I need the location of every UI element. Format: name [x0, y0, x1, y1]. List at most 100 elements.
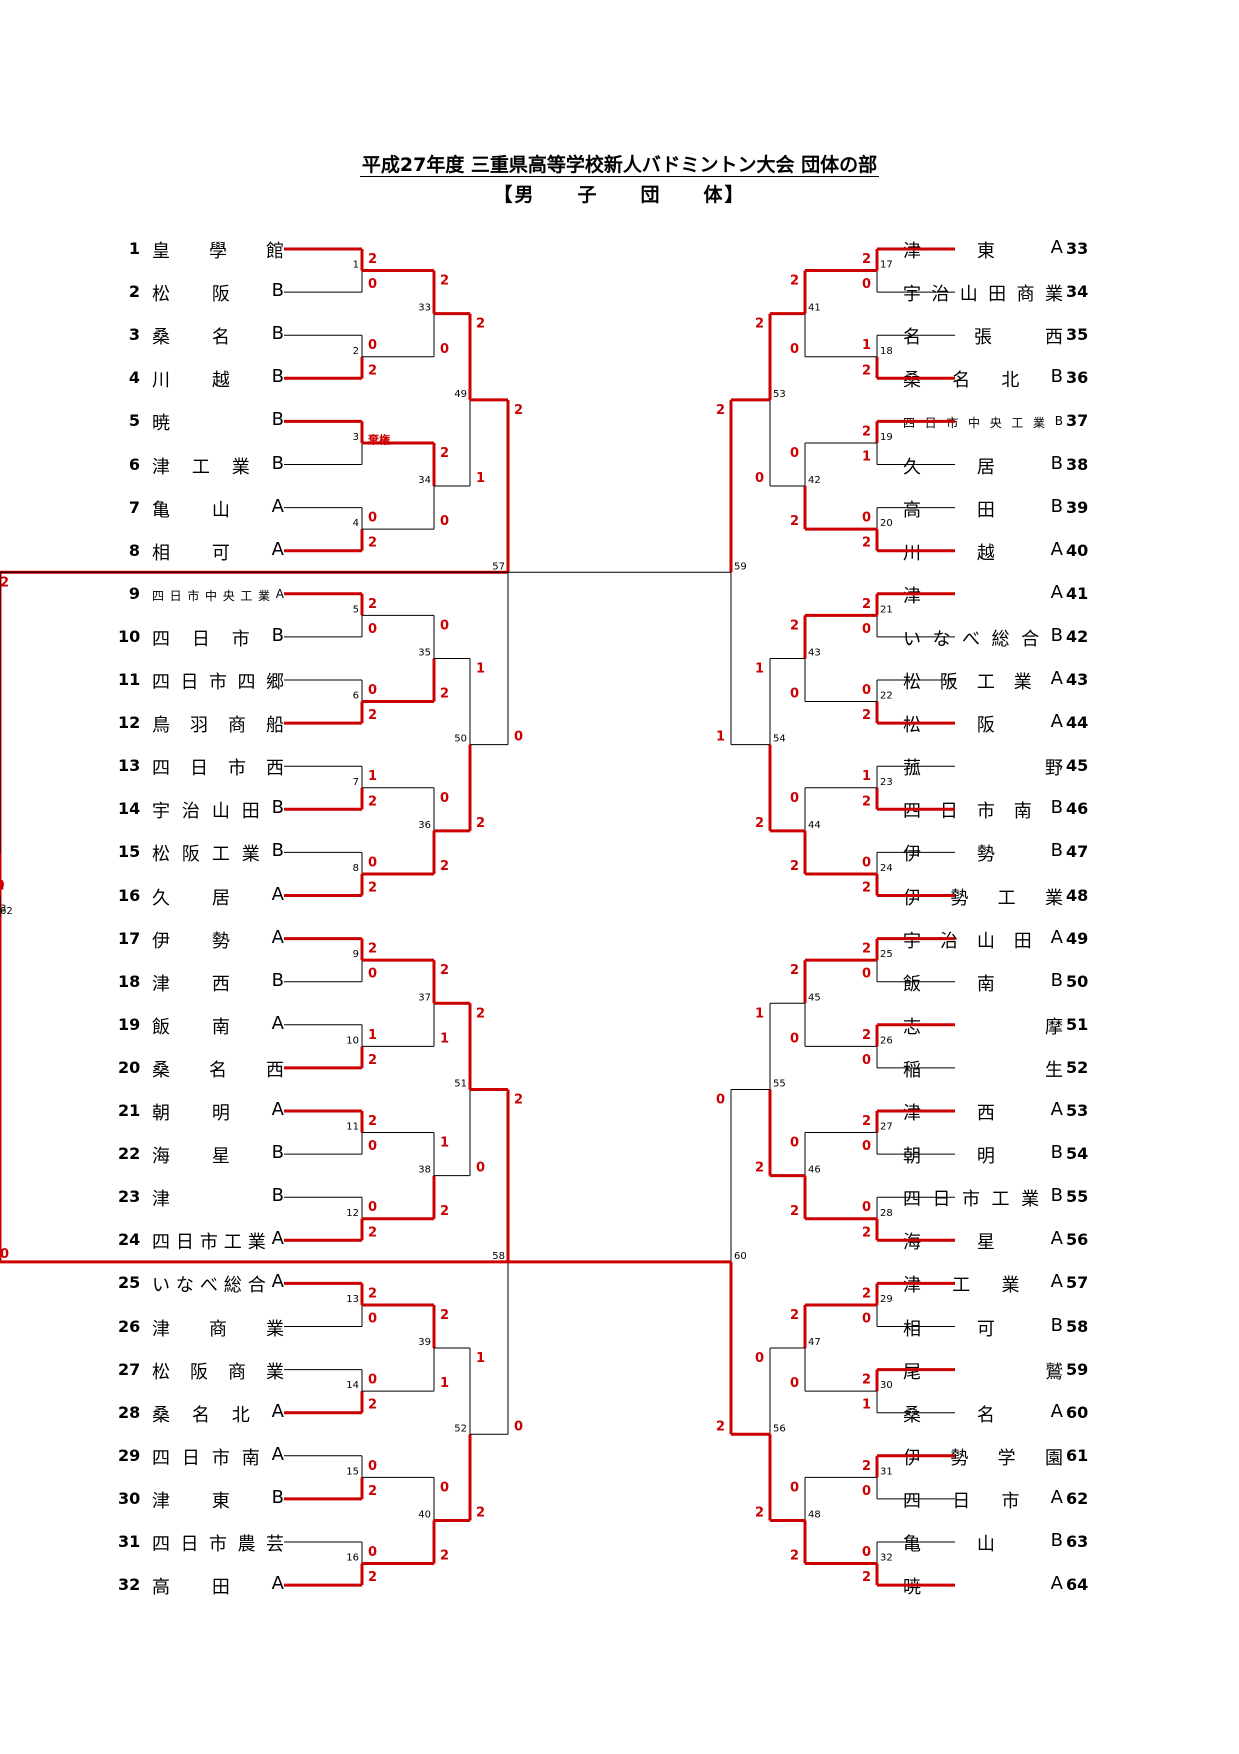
score-top: 1 — [368, 1028, 377, 1043]
team-name-char: 暁 — [152, 413, 170, 435]
team-name-char: 明 — [211, 1103, 230, 1124]
team-name-char: 業 — [266, 1361, 284, 1383]
team-name-char: 宇 — [903, 930, 921, 952]
match-number: 1 — [353, 260, 359, 271]
team-name-char: 桑 — [152, 1059, 170, 1081]
match-number: 29 — [880, 1294, 893, 1305]
team-number: 48 — [1066, 885, 1089, 905]
team-name-char: B — [271, 1486, 284, 1508]
team-name-char: 亀 — [903, 1534, 921, 1555]
team-name-char: B — [1050, 840, 1063, 862]
team-name: 四日市四郷 — [152, 668, 284, 694]
team-name-char: 船 — [266, 715, 284, 737]
team-number: 26 — [118, 1316, 141, 1336]
score-bottom: 2 — [862, 1225, 871, 1240]
score-bottom: 2 — [790, 859, 799, 874]
team-number: 33 — [1066, 239, 1089, 258]
score-top: 2 — [476, 317, 485, 332]
team-name-char: な — [932, 628, 951, 650]
match-number: 12 — [346, 1208, 359, 1219]
team-number: 12 — [118, 713, 141, 733]
score-top: 1 — [755, 1006, 764, 1021]
team-number: 28 — [118, 1402, 141, 1422]
team-name-char: 日 — [180, 1534, 199, 1555]
team-number: 2 — [128, 282, 140, 302]
score-top: 2 — [0, 575, 9, 590]
score-top: 0 — [862, 683, 871, 698]
team-name-char: 治 — [931, 284, 950, 306]
team-name-char: 日 — [191, 628, 210, 650]
team-name-char: 田 — [988, 284, 1007, 306]
score-top: 2 — [440, 1308, 449, 1323]
team-name: 皇學館 — [152, 237, 284, 263]
team-name-char: 西 — [211, 973, 230, 995]
match-number: 17 — [880, 260, 893, 271]
score-bottom: 0 — [476, 1161, 485, 1176]
team-name-char: 工 — [240, 588, 253, 603]
match-number: 34 — [418, 475, 431, 486]
team-number: 4 — [128, 368, 140, 388]
score-bottom: 2 — [862, 1570, 871, 1585]
team-name-char: 四 — [237, 672, 256, 693]
team-name-char: い — [152, 1275, 170, 1297]
match-number: 21 — [880, 604, 893, 615]
team-name-char: B — [271, 280, 284, 302]
team-name-char: 市 — [976, 801, 995, 823]
match-number: 7 — [353, 777, 359, 788]
score-top: 2 — [368, 252, 377, 267]
score-top: 2 — [440, 274, 449, 289]
team-name-char: B — [271, 366, 284, 388]
score-top: 1 — [862, 769, 871, 784]
team-name-char: 名 — [209, 1059, 227, 1081]
score-bottom: 0 — [755, 471, 764, 486]
team-name-char: 松 — [152, 1361, 170, 1383]
score-bottom: 2 — [368, 1570, 377, 1585]
match-number: 3 — [353, 432, 359, 443]
team-name-char: A — [1050, 237, 1063, 258]
score-top: 1 — [368, 769, 377, 784]
team-name-char: 山 — [959, 284, 978, 306]
team-name-char: 伊 — [903, 1447, 921, 1469]
team-name-char: 工 — [991, 1189, 1010, 1211]
team-number: 47 — [1066, 842, 1089, 862]
team-name-char: 摩 — [1045, 1016, 1063, 1038]
match-number: 54 — [773, 734, 786, 745]
match-number: 10 — [346, 1035, 359, 1046]
team-number: 54 — [1066, 1144, 1089, 1164]
team-number: 61 — [1066, 1445, 1089, 1465]
team-name-char: A — [1050, 1486, 1063, 1508]
team-name-char: 居 — [976, 456, 995, 478]
team-name-char: 田 — [976, 499, 995, 521]
team-name-char: 四 — [152, 1534, 170, 1555]
score-bottom: 2 — [440, 859, 449, 874]
match-number: 56 — [773, 1423, 786, 1434]
team-number: 23 — [118, 1187, 141, 1207]
match-number: 22 — [880, 691, 893, 702]
team-name-char: 市 — [187, 588, 200, 603]
team-name-char: 居 — [211, 887, 230, 909]
team-name-char: 津 — [152, 1318, 170, 1340]
score-bottom: 2 — [476, 1505, 485, 1520]
team-number: 8 — [128, 540, 140, 560]
team-name-char: 高 — [152, 1577, 170, 1599]
team-name-char: A — [1050, 538, 1063, 560]
score-top: 1 — [862, 338, 871, 353]
match-number: 28 — [880, 1208, 893, 1219]
team-name-char: 西 — [976, 1103, 995, 1124]
team-name-char: 東 — [211, 1490, 230, 1512]
team-name-char: 日 — [190, 758, 208, 780]
